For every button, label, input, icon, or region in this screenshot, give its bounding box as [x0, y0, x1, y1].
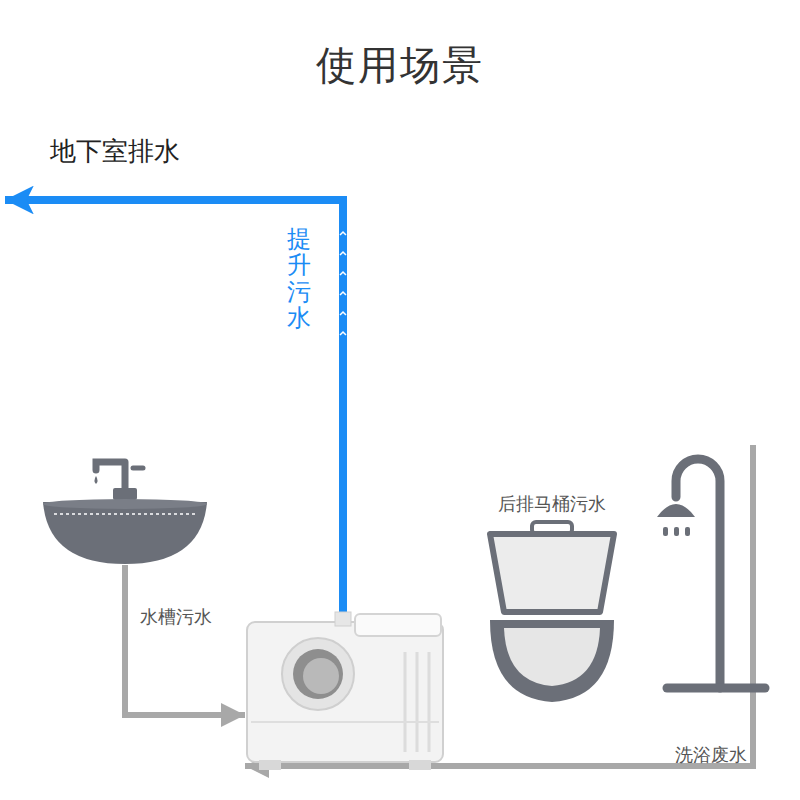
flow-chevron — [340, 232, 346, 235]
flow-chevron — [340, 332, 346, 335]
shower-fixture-icon — [655, 445, 770, 695]
sink-fixture: 水槽污水 — [40, 448, 210, 565]
flow-chevron — [340, 272, 346, 275]
flow-chevron — [340, 312, 346, 315]
drain-pipe — [245, 445, 753, 766]
target-label: 地下室排水 — [50, 134, 180, 169]
title: 使用场景 — [316, 38, 484, 93]
lift-pump-icon — [245, 612, 445, 772]
flow-chevron — [340, 252, 346, 255]
lift-pump — [245, 612, 445, 772]
fixture-label: 洗浴废水 — [675, 743, 747, 767]
lift-pipe — [5, 200, 343, 612]
fixture-label: 后排马桶污水 — [498, 492, 606, 516]
fixture-label: 水槽污水 — [140, 605, 212, 629]
shower-fixture: 洗浴废水 — [655, 445, 770, 695]
toilet-fixture-icon — [482, 492, 622, 704]
edge-label-wrap: 提升污水 — [287, 226, 311, 332]
title-bar: 使用场景 — [0, 38, 800, 93]
flow-chevron — [340, 292, 346, 295]
sink-fixture-icon — [40, 448, 210, 565]
drain-target: 地下室排水 — [5, 128, 195, 206]
edge-label: 提升污水 — [287, 226, 311, 332]
toilet-fixture: 后排马桶污水 — [482, 492, 622, 704]
drain-pipe — [125, 565, 245, 715]
